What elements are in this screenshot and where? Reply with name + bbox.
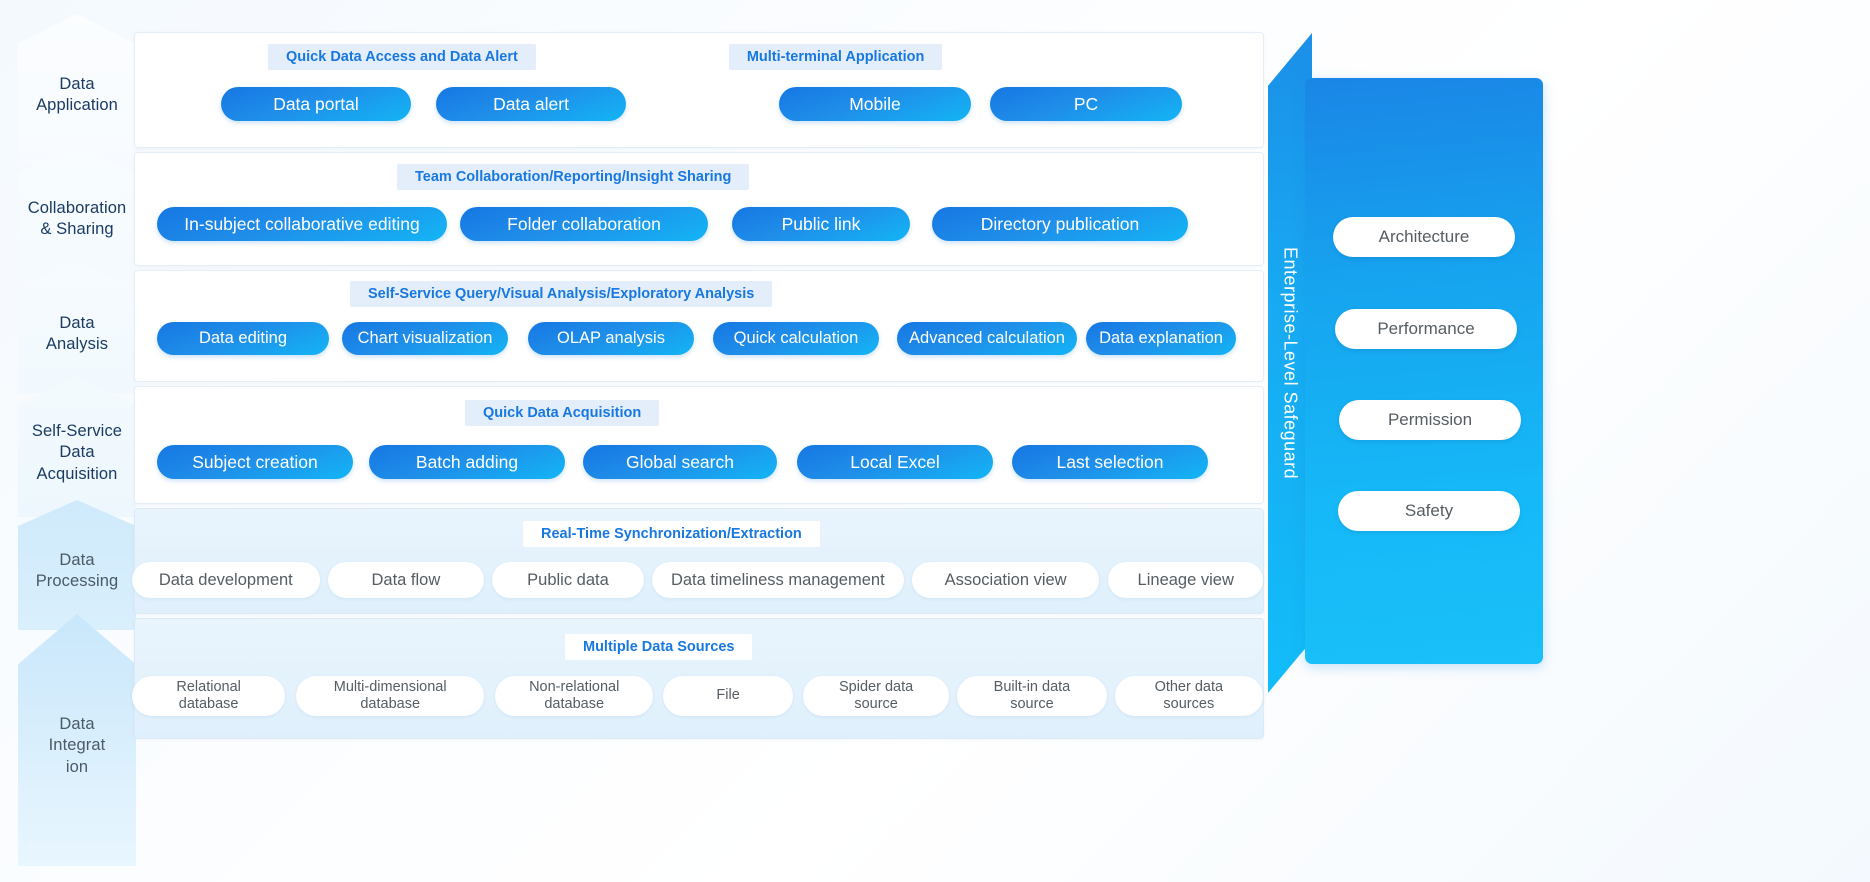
feature-pill[interactable]: Quick calculation [713, 322, 879, 355]
feature-pill[interactable]: Directory publication [932, 207, 1188, 241]
enterprise-safeguard-label: Enterprise-Level Safeguard [1280, 246, 1301, 480]
feature-pill[interactable]: OLAP analysis [528, 322, 694, 355]
feature-pill[interactable]: Built-in data source [957, 676, 1107, 716]
feature-pill[interactable]: Public data [492, 562, 644, 598]
feature-pill[interactable]: Batch adding [369, 445, 565, 479]
feature-pill[interactable]: Lineage view [1108, 562, 1264, 598]
feature-pill[interactable]: Relational database [132, 676, 286, 716]
safeguard-item-safety[interactable]: Safety [1338, 491, 1520, 531]
feature-pill[interactable]: File [663, 676, 793, 716]
row-tag: Quick Data Access and Data Alert [268, 44, 536, 70]
feature-pill[interactable]: Association view [911, 562, 1100, 598]
layer-row-self-service-data-acquisition: Quick Data Acquisition Subject creation … [134, 386, 1264, 504]
feature-pill[interactable]: Advanced calculation [897, 322, 1077, 355]
feature-pill[interactable]: Data portal [221, 87, 411, 121]
layer-row-data-analysis: Self-Service Query/Visual Analysis/Explo… [134, 270, 1264, 382]
safeguard-panel: Architecture Performance Permission Safe… [1305, 78, 1543, 664]
feature-pill[interactable]: Data development [132, 562, 320, 598]
feature-pill[interactable]: Data alert [436, 87, 626, 121]
row-tag: Multiple Data Sources [565, 634, 753, 660]
row-tag: Self-Service Query/Visual Analysis/Explo… [350, 281, 773, 307]
row-tag: Real-Time Synchronization/Extraction [523, 521, 820, 547]
safeguard-item-performance[interactable]: Performance [1335, 309, 1517, 349]
feature-pill[interactable]: Other data sources [1114, 676, 1263, 716]
safeguard-item-permission[interactable]: Permission [1339, 400, 1521, 440]
feature-pill[interactable]: Multi-dimensional database [296, 676, 485, 716]
feature-pill[interactable]: Public link [732, 207, 910, 241]
layer-row-data-application: Quick Data Access and Data Alert Multi-t… [134, 32, 1264, 148]
feature-pill[interactable]: Folder collaboration [460, 207, 708, 241]
row-tag: Team Collaboration/Reporting/Insight Sha… [397, 164, 750, 190]
feature-pill[interactable]: Data timeliness management [651, 562, 904, 598]
enterprise-safeguard-bar: Enterprise-Level Safeguard [1268, 33, 1312, 693]
feature-pill[interactable]: In-subject collaborative editing [157, 207, 447, 241]
feature-pill[interactable]: PC [990, 87, 1182, 121]
feature-pill[interactable]: Non-relational database [495, 676, 654, 716]
feature-pill[interactable]: Data flow [327, 562, 485, 598]
feature-pill[interactable]: Global search [583, 445, 777, 479]
layer-row-collaboration-sharing: Team Collaboration/Reporting/Insight Sha… [134, 152, 1264, 266]
feature-pill[interactable]: Subject creation [157, 445, 353, 479]
feature-pill[interactable]: Last selection [1012, 445, 1208, 479]
feature-pill[interactable]: Chart visualization [342, 322, 508, 355]
feature-pill[interactable]: Local Excel [797, 445, 993, 479]
row-tag: Multi-terminal Application [728, 44, 943, 70]
row-tag: Quick Data Acquisition [465, 400, 660, 426]
feature-pill[interactable]: Data explanation [1086, 322, 1236, 355]
safeguard-item-architecture[interactable]: Architecture [1333, 217, 1515, 257]
feature-pill[interactable]: Spider data source [802, 676, 950, 716]
feature-pill[interactable]: Mobile [779, 87, 971, 121]
chevron-collaboration-sharing: Collaboration& Sharing [18, 147, 136, 279]
layer-rows: Quick Data Access and Data Alert Multi-t… [132, 32, 1264, 743]
layer-row-data-processing: Real-Time Synchronization/Extraction Dat… [132, 508, 1264, 614]
layer-row-data-integration: Multiple Data Sources Relational databas… [132, 618, 1264, 739]
chevron-label: Collaboration& Sharing [27, 198, 127, 238]
feature-pill[interactable]: Data editing [157, 322, 329, 355]
